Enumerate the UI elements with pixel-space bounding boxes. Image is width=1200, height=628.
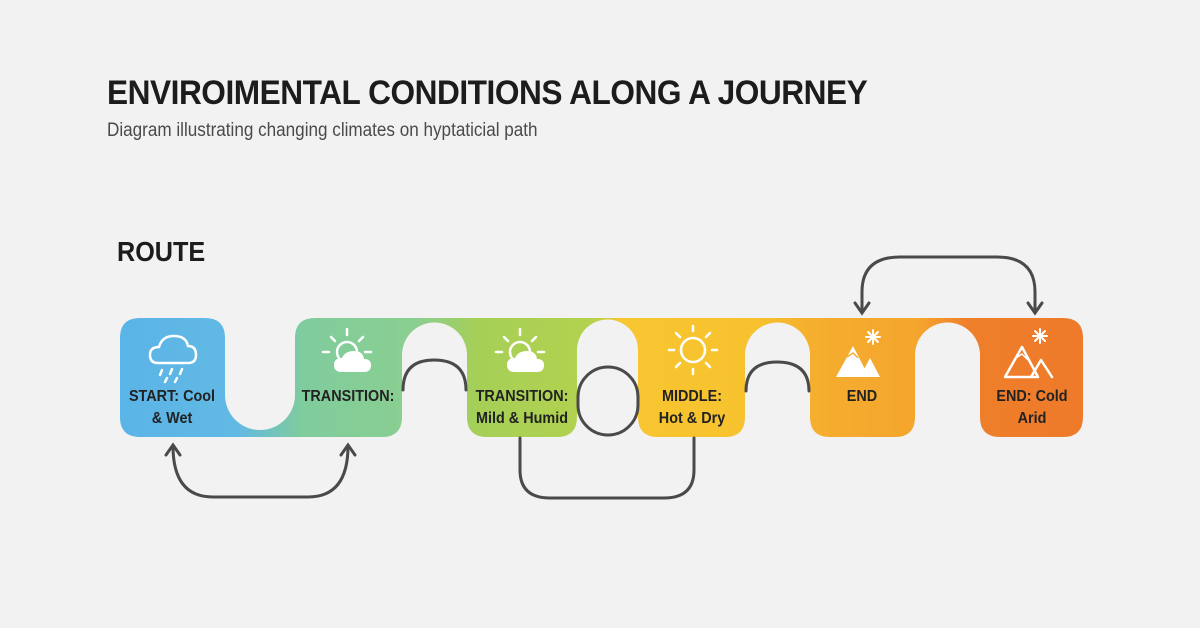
stage-start: START: Cool & Wet: [118, 386, 226, 430]
stage-end-cold-line2: Arid: [1017, 410, 1047, 427]
arrowhead-transition: [339, 442, 357, 457]
partly-sunny-icon: [494, 327, 546, 372]
stage-transition-2-line1: TRANSITION:: [475, 388, 569, 405]
rain-cloud-icon: [148, 334, 198, 384]
stage-end-cold: END: Cold Arid: [978, 386, 1086, 430]
stage-start-line2: & Wet: [151, 410, 193, 427]
sun-icon: [667, 324, 719, 376]
route-label: ROUTE: [117, 236, 206, 267]
arrowhead-start: [164, 442, 182, 457]
stage-transition-1-line1: TRANSITION:: [301, 388, 395, 405]
page-title: ENVIROIMENTAL CONDITIONS ALONG A JOURNEY: [107, 74, 868, 112]
page-subtitle: Diagram illustrating changing climates o…: [107, 120, 538, 141]
connector-start-transition: [171, 444, 350, 499]
connector-u-below: [518, 436, 696, 500]
stage-transition-2: TRANSITION: Mild & Humid: [465, 386, 578, 430]
connector-arc-2: [744, 360, 811, 393]
snowy-mountain-outline-icon: [1003, 328, 1054, 379]
stage-middle-line1: MIDDLE:: [662, 388, 722, 405]
connector-loop: [576, 365, 640, 437]
stage-middle: MIDDLE: Hot & Dry: [637, 386, 747, 430]
band-shape: [120, 318, 1083, 437]
partly-sunny-icon: [321, 327, 373, 372]
stage-transition-1: TRANSITION:: [294, 386, 402, 408]
connector-arc-1: [401, 358, 468, 392]
snowy-mountain-icon: [836, 329, 881, 377]
arrowhead-end-cold: [1026, 301, 1044, 316]
stage-end-cold-line1: END: Cold: [996, 388, 1068, 405]
stage-middle-line2: Hot & Dry: [658, 410, 726, 427]
stage-end: END: [808, 386, 916, 408]
stage-transition-2-line2: Mild & Humid: [476, 410, 568, 427]
connector-end-endcold: [860, 255, 1037, 314]
stage-end-line1: END: [846, 388, 878, 405]
stage-start-line1: START: Cool: [128, 388, 216, 405]
arrowhead-end: [853, 301, 871, 316]
